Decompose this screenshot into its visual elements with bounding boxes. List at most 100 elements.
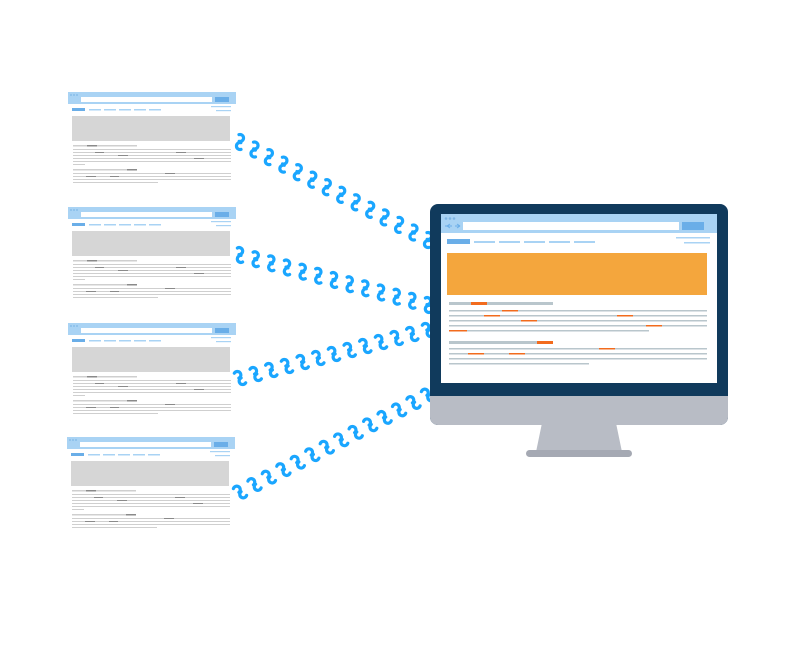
nav-right-link bbox=[215, 455, 230, 457]
text-line bbox=[73, 164, 85, 165]
chain-link-icon bbox=[402, 290, 423, 312]
chain-link-icon bbox=[302, 169, 322, 190]
source-pages bbox=[67, 92, 236, 528]
text-line bbox=[73, 260, 137, 262]
window-dot-icon bbox=[70, 209, 72, 211]
chain-link-icon bbox=[276, 257, 298, 278]
text-line bbox=[449, 330, 649, 332]
chain-link-icon bbox=[245, 476, 264, 493]
text-line bbox=[73, 173, 231, 174]
nav-link bbox=[104, 109, 116, 111]
backlink-highlight bbox=[617, 315, 633, 317]
text-line bbox=[449, 358, 707, 360]
text-link bbox=[176, 267, 186, 268]
nav-link bbox=[89, 109, 101, 111]
text-line bbox=[73, 389, 231, 390]
chain-link-icon bbox=[346, 424, 365, 441]
nav-link bbox=[104, 224, 116, 226]
chain-link-icon bbox=[229, 244, 251, 266]
text-link bbox=[85, 521, 95, 522]
text-line bbox=[73, 152, 231, 153]
chain-link-icon bbox=[259, 146, 279, 168]
monitor-base bbox=[526, 450, 632, 457]
chain-link-icon bbox=[244, 139, 265, 160]
text-link bbox=[126, 514, 136, 516]
nav-link bbox=[119, 109, 131, 111]
chain-link-icon bbox=[375, 409, 394, 426]
url-bar bbox=[81, 97, 212, 102]
text-link bbox=[118, 270, 128, 271]
chain-link-icon bbox=[370, 282, 392, 303]
hero-banner bbox=[447, 253, 707, 295]
chain-link-icon bbox=[259, 469, 279, 485]
chain-link-icon bbox=[276, 356, 298, 376]
chain-link-icon bbox=[230, 131, 250, 153]
chain-link-icon bbox=[273, 154, 294, 175]
chain-link-icon bbox=[323, 344, 345, 364]
chain-link-icon bbox=[230, 484, 250, 500]
nav-link bbox=[524, 241, 545, 243]
text-link bbox=[110, 291, 119, 292]
nav-link bbox=[149, 340, 161, 342]
text-line bbox=[73, 267, 231, 268]
text-link bbox=[95, 152, 104, 153]
nav-tab-active bbox=[447, 239, 470, 244]
hero-block bbox=[72, 116, 230, 141]
chain-connector-4 bbox=[230, 387, 438, 500]
hero-block bbox=[72, 347, 230, 372]
text-link bbox=[109, 521, 118, 522]
chain-link-icon bbox=[389, 402, 409, 418]
text-line bbox=[73, 294, 231, 295]
backlink-highlight bbox=[468, 353, 484, 355]
nav-link bbox=[499, 241, 520, 243]
backlink-highlight bbox=[484, 315, 500, 317]
nav-link bbox=[549, 241, 570, 243]
nav-right-link bbox=[216, 110, 231, 112]
text-line bbox=[73, 145, 137, 147]
text-line bbox=[73, 395, 85, 396]
nav-right-link bbox=[211, 337, 231, 339]
text-link bbox=[127, 169, 137, 171]
url-bar bbox=[463, 222, 679, 230]
window-dot-icon bbox=[76, 94, 78, 96]
text-line bbox=[73, 297, 158, 298]
window-dot-icon bbox=[73, 94, 75, 96]
text-line bbox=[449, 310, 707, 312]
chain-link-icon bbox=[292, 261, 313, 283]
back-arrow-icon bbox=[445, 223, 452, 229]
text-link bbox=[176, 152, 186, 153]
window-dot-icon bbox=[75, 439, 77, 441]
text-link bbox=[118, 386, 128, 387]
source-page-4 bbox=[67, 437, 235, 528]
chain-link-icon bbox=[292, 352, 313, 372]
text-line bbox=[72, 494, 230, 495]
text-line bbox=[449, 348, 707, 350]
text-line bbox=[449, 320, 707, 322]
window-dot-icon bbox=[70, 325, 72, 327]
window-dot-icon bbox=[69, 439, 71, 441]
nav-link bbox=[134, 109, 146, 111]
text-line bbox=[73, 169, 137, 171]
text-line bbox=[73, 380, 231, 381]
text-link bbox=[193, 503, 203, 504]
text-line bbox=[73, 284, 137, 286]
text-link bbox=[117, 500, 127, 501]
nav-link bbox=[148, 454, 160, 456]
text-link bbox=[87, 260, 97, 262]
chain-link-icon bbox=[339, 273, 360, 295]
window-dot-icon bbox=[70, 94, 72, 96]
text-link bbox=[110, 176, 119, 177]
source-page-2 bbox=[68, 207, 236, 298]
text-link bbox=[127, 284, 137, 286]
nav-tab-active bbox=[72, 108, 85, 111]
text-link bbox=[164, 518, 174, 519]
chain-link-icon bbox=[386, 286, 407, 308]
chain-link-icon bbox=[288, 161, 308, 183]
text-line bbox=[73, 158, 231, 159]
text-link bbox=[175, 497, 185, 498]
text-link bbox=[165, 173, 175, 174]
nav-link bbox=[103, 454, 115, 456]
chain-link-icon bbox=[360, 416, 380, 433]
text-link bbox=[127, 400, 137, 402]
text-link bbox=[110, 407, 119, 408]
